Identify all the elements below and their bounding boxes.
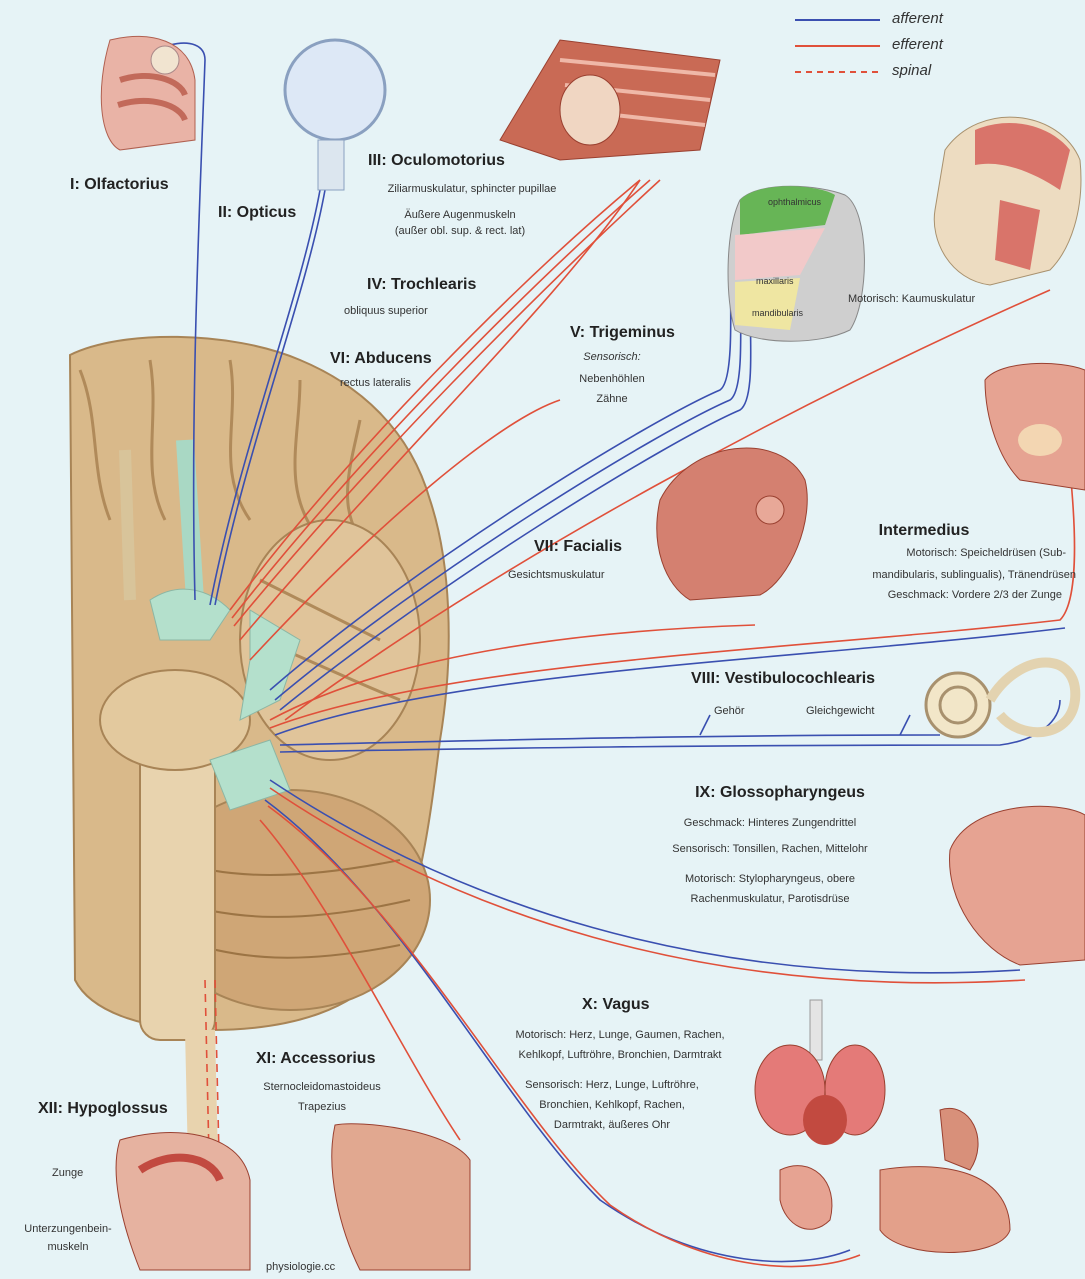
visceral-organs [755,1000,1010,1253]
oculomotorius-desc-1: Ziliarmuskulatur, sphincter pupillae [388,182,557,196]
accessorius-desc-1: Sternocleidomastoideus [263,1080,380,1094]
oculomotorius-title: III: Oculomotorius [368,152,505,170]
eye-muscles-illustration [500,40,720,160]
trigeminus-desc-3: Zähne [596,392,627,406]
glossopharyngeus-desc-1: Geschmack: Hinteres Zungendrittel [684,816,856,830]
trigeminus-motor: Motorisch: Kaumuskulatur [848,292,975,306]
intermedius-title: Intermedius [879,522,970,540]
face-sensory-map [728,186,864,341]
inner-ear-illustration [926,663,1075,738]
abducens-desc: rectus lateralis [340,376,411,390]
glossopharyngeus-desc-2: Sensorisch: Tonsillen, Rachen, Mittelohr [672,842,867,856]
opticus-title: II: Opticus [218,204,296,222]
vagus-desc-3: Sensorisch: Herz, Lunge, Luftröhre, [525,1078,699,1092]
vestibulocochlearis-title: VIII: Vestibulocochlearis [691,670,875,688]
vestibulocochlearis-balance: Gleichgewicht [806,704,874,718]
glossopharyngeus-desc-3: Motorisch: Stylopharyngeus, obere [685,872,855,886]
nasal-cavity-head [985,363,1085,490]
accessorius-desc-2: Trapezius [298,1100,346,1114]
tongue-illustration [116,1133,250,1270]
facialis-desc: Gesichtsmuskulatur [508,568,605,582]
face-zone-maxillaris: maxillaris [756,276,794,286]
hypoglossus-title: XII: Hypoglossus [38,1100,168,1118]
source-credit: physiologie.cc [266,1260,335,1274]
oculomotorius-desc-2: Äußere Augenmuskeln [404,208,515,222]
legend-spinal-label: spinal [892,62,931,79]
oculomotorius-desc-3: (außer obl. sup. & rect. lat) [395,224,525,238]
intermedius-desc-2: mandibularis, sublingualis), Tränendrüse… [872,568,1076,582]
vagus-desc-4: Bronchien, Kehlkopf, Rachen, [539,1098,685,1112]
trochlearis-desc: obliquus superior [344,304,428,318]
nose-illustration [101,36,195,150]
vagus-desc-1: Motorisch: Herz, Lunge, Gaumen, Rachen, [515,1028,724,1042]
hypoglossus-desc-2: Unterzungenbein- [24,1222,111,1236]
pharynx-head [950,806,1085,965]
legend-afferent-label: afferent [892,10,943,27]
legend-efferent-label: efferent [892,36,943,53]
accessorius-title: XI: Accessorius [256,1050,375,1068]
neck-illustration [332,1124,470,1270]
trochlearis-title: IV: Trochlearis [367,276,476,294]
glossopharyngeus-title: IX: Glossopharyngeus [695,784,865,802]
intermedius-desc-1: Motorisch: Speicheldrüsen (Sub- [906,546,1066,560]
trigeminus-title: V: Trigeminus [570,324,675,342]
vagus-desc-2: Kehlkopf, Luftröhre, Bronchien, Darmtrak… [519,1048,722,1062]
trigeminus-desc-2: Nebenhöhlen [579,372,644,386]
glossopharyngeus-desc-4: Rachenmuskulatur, Parotisdrüse [691,892,850,906]
face-zone-mandibularis: mandibularis [752,308,803,318]
intermedius-desc-3: Geschmack: Vordere 2/3 der Zunge [888,588,1062,602]
face-zone-ophthalmicus: ophthalmicus [768,197,821,207]
hypoglossus-desc-1: Zunge [52,1166,83,1180]
vagus-desc-5: Darmtrakt, äußeres Ohr [554,1118,670,1132]
facialis-title: VII: Facialis [534,538,622,556]
facial-muscles-head [657,448,807,600]
hypoglossus-desc-3: muskeln [48,1240,89,1254]
abducens-title: VI: Abducens [330,350,432,368]
vagus-title: X: Vagus [582,996,650,1014]
trigeminus-desc-1: Sensorisch: [583,350,640,364]
vestibulocochlearis-hearing: Gehör [714,704,745,718]
olfactorius-title: I: Olfactorius [70,176,169,194]
skull-illustration [934,117,1081,285]
